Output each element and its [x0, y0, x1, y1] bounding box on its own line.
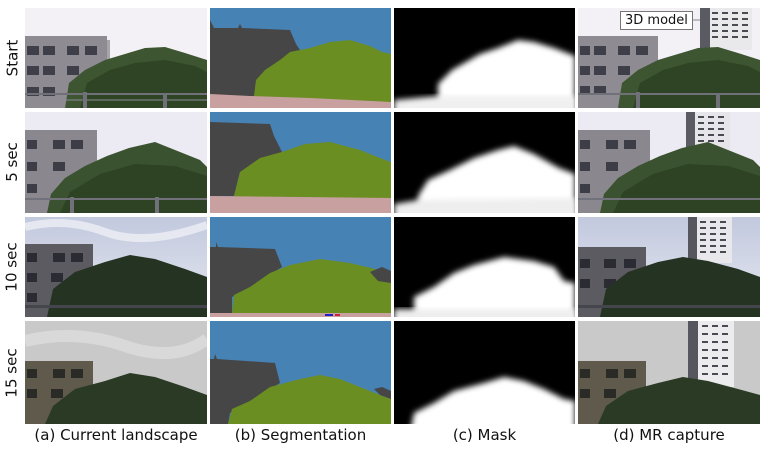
row-label-text: 10 sec — [3, 242, 21, 292]
mask-10sec — [394, 217, 575, 317]
row-label-text: 15 sec — [3, 347, 21, 398]
segmentation-map-5sec — [210, 112, 391, 213]
row-label-10sec: 10 sec — [2, 217, 22, 317]
segmentation-map-10sec — [210, 217, 391, 317]
row-label-start: Start — [2, 8, 22, 108]
landscape-photo-5sec — [25, 112, 207, 213]
landscape-photo-10sec — [25, 217, 207, 317]
row-label-text: Start — [3, 39, 21, 77]
row-label-15sec: 15 sec — [2, 321, 22, 424]
mask-15sec — [394, 321, 575, 424]
mask-5sec — [394, 112, 575, 213]
caption-mask: (c) Mask — [452, 426, 517, 444]
mr-capture-start — [578, 8, 760, 108]
mask-start — [394, 8, 575, 108]
segmentation-map-start — [210, 8, 391, 108]
segmentation-map-15sec — [210, 321, 391, 424]
3d-model-annotation-label: 3D model — [620, 11, 693, 30]
mr-capture-15sec — [578, 321, 760, 424]
caption-current-landscape: (a) Current landscape — [34, 426, 198, 444]
landscape-photo-start — [25, 8, 207, 108]
mr-capture-10sec — [578, 217, 760, 317]
caption-mr-capture: (d) MR capture — [613, 426, 725, 444]
row-label-text: 5 sec — [3, 142, 22, 182]
mr-capture-5sec — [578, 112, 760, 213]
landscape-photo-15sec — [25, 321, 207, 424]
row-label-5sec: 5 sec — [2, 112, 22, 212]
caption-segmentation: (b) Segmentation — [234, 426, 367, 444]
